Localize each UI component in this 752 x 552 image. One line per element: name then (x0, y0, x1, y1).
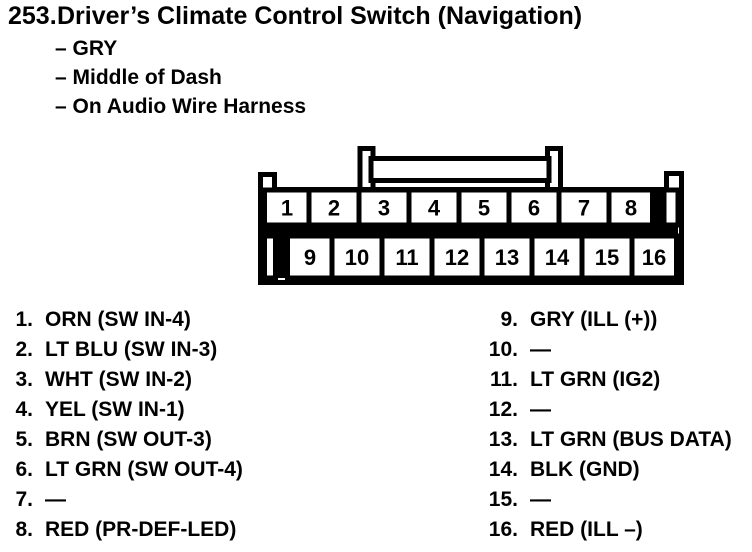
cell-divider (429, 236, 435, 278)
pin-list-number: 15. (488, 488, 518, 511)
pin-number-12: 12 (445, 245, 469, 270)
top-row-end-separator (650, 190, 664, 225)
pin-list-label: RED (PR-DEF-LED) (45, 518, 237, 541)
pin-list-label: ORN (SW IN-4) (45, 308, 191, 331)
detail-line: – Middle of Dash (55, 66, 222, 89)
pin-list-item: 16. RED (ILL –) (460, 515, 732, 545)
cell-divider (606, 190, 612, 225)
cell-divider (529, 236, 535, 278)
pin-list-label: BRN (SW OUT-3) (45, 428, 212, 451)
pin-number-15: 15 (595, 245, 619, 270)
pin-list-label: BLK (GND) (530, 458, 640, 481)
detail-line: – GRY (55, 37, 118, 60)
pin-list-item: 3. WHT (SW IN-2) (8, 365, 243, 395)
pin-list-number: 11. (489, 368, 518, 391)
pin-list-item: 15. — (460, 485, 732, 515)
pin-list-number: 3. (15, 368, 33, 391)
pin-list-label: RED (ILL –) (530, 518, 643, 541)
pin-list-item: 14. BLK (GND) (460, 455, 732, 485)
cell-divider (456, 190, 462, 225)
cell-divider (556, 190, 562, 225)
pin-list-label: — (45, 488, 66, 511)
pin-list-number: 6. (15, 458, 33, 481)
pin-list-item: 11. LT GRN (IG2) (460, 365, 732, 395)
pin-number-4: 4 (428, 196, 441, 221)
pin-list-number: 10. (488, 338, 518, 361)
pin-list-label: LT BLU (SW IN-3) (45, 338, 218, 361)
pin-list-item: 10. — (460, 335, 732, 365)
pin-list-label: LT GRN (BUS DATA) (530, 428, 732, 451)
cell-divider (506, 190, 512, 225)
pin-list-number: 8. (15, 518, 33, 541)
pin-list-item: 1. ORN (SW IN-4) (8, 305, 243, 335)
cell-divider (306, 190, 312, 225)
pin-number-13: 13 (495, 245, 519, 270)
pin-list-number: 14. (488, 458, 518, 481)
pin-number-11: 11 (395, 245, 418, 270)
connector-diagram: 1 2 3 4 5 6 7 8 9 10 11 12 13 14 15 16 (258, 146, 684, 285)
pin-list-number: 2. (15, 338, 33, 361)
cell-divider (379, 236, 385, 278)
pin-list-number: 1. (15, 308, 33, 331)
cell-divider (629, 236, 635, 278)
pin-list-item: 13. LT GRN (BUS DATA) (460, 425, 732, 455)
pin-number-6: 6 (528, 196, 540, 221)
pin-list-item: 5. BRN (SW OUT-3) (8, 425, 243, 455)
pin-list-label: LT GRN (IG2) (530, 368, 661, 391)
pin-list-item: 7. — (8, 485, 243, 515)
pin-list-label: YEL (SW IN-1) (45, 398, 185, 421)
pin-list-number: 5. (15, 428, 33, 451)
pin-number-1: 1 (281, 196, 293, 221)
pin-list-label: LT GRN (SW OUT-4) (45, 458, 243, 481)
pin-list-item: 8. RED (PR-DEF-LED) (8, 515, 243, 545)
pin-list-label: GRY (ILL (+)) (530, 308, 658, 331)
pin-number-8: 8 (625, 196, 637, 221)
pin-number-9: 9 (304, 245, 316, 270)
pin-list-label: — (530, 398, 551, 421)
pin-list-label: WHT (SW IN-2) (45, 368, 192, 391)
pin-number-14: 14 (545, 245, 570, 270)
connector-details: – GRY – Middle of Dash – On Audio Wire H… (55, 34, 306, 121)
cell-divider (329, 236, 335, 278)
cell-divider (579, 236, 585, 278)
pin-number-10: 10 (345, 245, 369, 270)
pin-list-left-column: 1. ORN (SW IN-4) 2. LT BLU (SW IN-3) 3. … (8, 305, 243, 545)
pin-list-number: 9. (500, 308, 518, 331)
detail-line: – On Audio Wire Harness (55, 95, 307, 118)
row-divider-band (263, 225, 678, 236)
blank-slot-top-right (661, 187, 681, 228)
pin-list-item: 6. LT GRN (SW OUT-4) (8, 455, 243, 485)
pin-list-item: 12. — (460, 395, 732, 425)
pin-list-number: 13. (488, 428, 518, 451)
bottom-row-end-separator (276, 236, 288, 278)
pin-list-item: 2. LT BLU (SW IN-3) (8, 335, 243, 365)
page-title: 253. Driver’s Climate Control Switch (Na… (8, 1, 582, 31)
pin-number-16: 16 (642, 245, 666, 270)
pin-list-number: 12. (488, 398, 518, 421)
pin-list-number: 4. (15, 398, 33, 421)
pin-number-3: 3 (378, 196, 390, 221)
pin-list-label: — (530, 488, 551, 511)
blank-slot-bottom-left (262, 233, 278, 281)
pin-list-right-column: 9. GRY (ILL (+)) 10. — 11. LT GRN (IG2) … (460, 305, 732, 545)
pin-list-item: 9. GRY (ILL (+)) (460, 305, 732, 335)
pin-number-7: 7 (578, 196, 590, 221)
item-number: 253. (8, 2, 57, 30)
cell-divider (356, 190, 362, 225)
pin-number-2: 2 (328, 196, 340, 221)
title-text: Driver’s Climate Control Switch (Navigat… (57, 2, 583, 30)
pin-number-5: 5 (478, 196, 490, 221)
cell-divider (479, 236, 485, 278)
pin-list-item: 4. YEL (SW IN-1) (8, 395, 243, 425)
pin-list-number: 7. (15, 488, 33, 511)
lock-tab-bar (368, 156, 552, 183)
pin-list-number: 16. (488, 518, 518, 541)
pin-list-label: — (530, 338, 551, 361)
cell-divider (406, 190, 412, 225)
